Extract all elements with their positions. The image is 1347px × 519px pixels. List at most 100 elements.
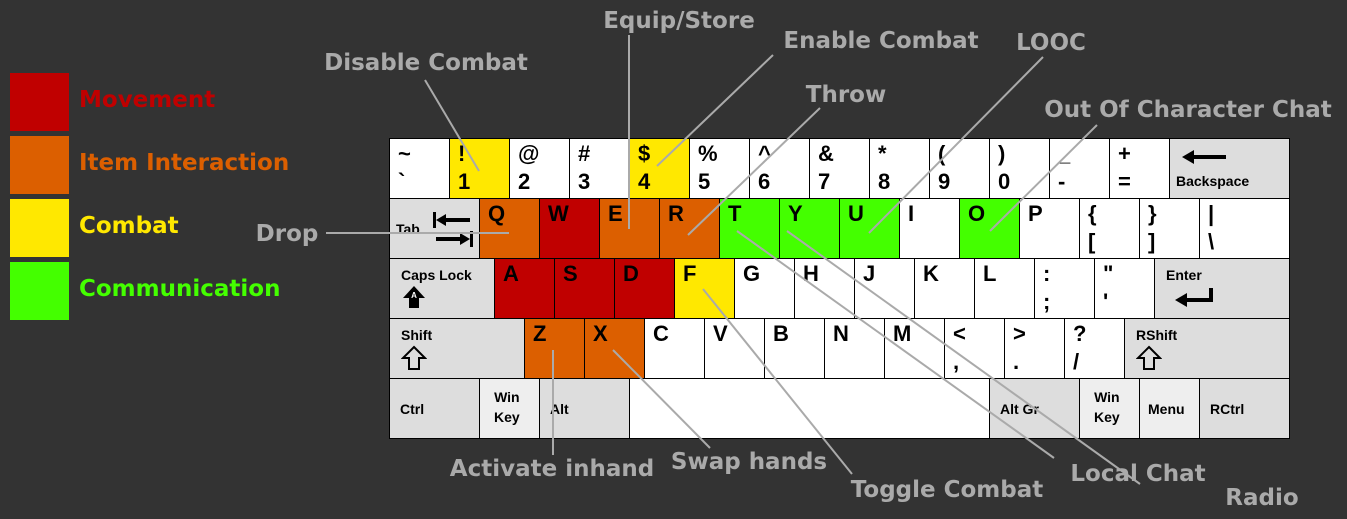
key--[interactable]: |\ xyxy=(1199,198,1290,259)
callout-swap-hands: Swap hands xyxy=(670,449,828,475)
key-bottom-label: - xyxy=(1058,169,1066,194)
key-ctrl[interactable]: Ctrl xyxy=(389,378,480,439)
key-top-label: W xyxy=(548,201,569,226)
key-k[interactable]: K xyxy=(914,258,975,319)
key-top-label: U xyxy=(848,201,864,226)
key-d[interactable]: D xyxy=(614,258,675,319)
key-b[interactable]: B xyxy=(764,318,825,379)
key-y[interactable]: Y xyxy=(779,198,840,259)
key-rctrl[interactable]: RCtrl xyxy=(1199,378,1290,439)
key-s[interactable]: S xyxy=(554,258,615,319)
key-o[interactable]: O xyxy=(959,198,1020,259)
key-g[interactable]: G xyxy=(734,258,795,319)
enter-arrow-icon xyxy=(1175,288,1213,307)
key-c[interactable]: C xyxy=(644,318,705,379)
key-bottom-label: \ xyxy=(1208,229,1215,254)
key--[interactable]: (9 xyxy=(929,138,990,199)
key--[interactable]: %5 xyxy=(689,138,750,199)
key-n[interactable]: N xyxy=(824,318,885,379)
tab-arrows-icon xyxy=(433,212,473,247)
key--[interactable]: ~` xyxy=(389,138,450,199)
key-top-label: R xyxy=(668,201,684,226)
key-win-key[interactable]: Win Key xyxy=(479,378,540,439)
key-l[interactable]: L xyxy=(974,258,1035,319)
key-menu[interactable]: Menu xyxy=(1139,378,1200,439)
key--[interactable]: >. xyxy=(1004,318,1065,379)
key--[interactable]: )0 xyxy=(989,138,1050,199)
key--[interactable]: ^6 xyxy=(749,138,810,199)
key-top-label: G xyxy=(743,261,761,286)
key--[interactable]: @2 xyxy=(509,138,570,199)
callout-local-chat: Local Chat xyxy=(1070,461,1206,487)
key--[interactable]: "' xyxy=(1094,258,1155,319)
callout-radio: Radio xyxy=(1225,485,1299,511)
key-top-label: J xyxy=(863,261,876,286)
key-bottom-label: , xyxy=(953,349,960,374)
key-j[interactable]: J xyxy=(854,258,915,319)
key-bottom-label: ' xyxy=(1103,289,1109,314)
key-alt[interactable]: Alt xyxy=(539,378,630,439)
key-label: Tab xyxy=(396,221,420,237)
key-x[interactable]: X xyxy=(584,318,645,379)
key-top-label: V xyxy=(713,321,728,346)
key-bottom-label: ; xyxy=(1043,289,1051,314)
key-top-label: * xyxy=(878,141,887,166)
key-z[interactable]: Z xyxy=(524,318,585,379)
key--[interactable]: !1 xyxy=(449,138,510,199)
key-top-label: B xyxy=(773,321,789,346)
callout-equip-store: Equip/Store xyxy=(603,8,755,34)
key-bottom-label: 0 xyxy=(998,169,1011,194)
key--[interactable]: += xyxy=(1109,138,1170,199)
key--[interactable]: $4 xyxy=(629,138,690,199)
legend-swatch-combat xyxy=(10,199,69,257)
key-top-label: @ xyxy=(518,141,540,166)
key-top-label: _ xyxy=(1058,141,1071,166)
key-alt-gr[interactable]: Alt Gr xyxy=(989,378,1080,439)
key-top-label: " xyxy=(1103,261,1114,286)
key-label: RCtrl xyxy=(1210,401,1245,417)
key-p[interactable]: P xyxy=(1019,198,1080,259)
key--[interactable]: }] xyxy=(1139,198,1200,259)
key-w[interactable]: W xyxy=(539,198,600,259)
key-space[interactable] xyxy=(629,378,990,439)
legend-swatch-item-interaction xyxy=(10,136,69,194)
key--[interactable]: <, xyxy=(944,318,1005,379)
key-top-label: N xyxy=(833,321,849,346)
key--[interactable]: _- xyxy=(1049,138,1110,199)
key-v[interactable]: V xyxy=(704,318,765,379)
key-win-key[interactable]: Win Key xyxy=(1079,378,1140,439)
key-t[interactable]: T xyxy=(719,198,780,259)
key-a[interactable]: A xyxy=(494,258,555,319)
key--[interactable]: ?/ xyxy=(1064,318,1125,379)
key-backspace[interactable]: Backspace xyxy=(1169,138,1290,199)
key-top-label: | xyxy=(1208,201,1215,226)
key--[interactable]: #3 xyxy=(569,138,630,199)
key-h[interactable]: H xyxy=(794,258,855,319)
key-bottom-label: 3 xyxy=(578,169,591,194)
key-label: Backspace xyxy=(1176,173,1250,189)
key-m[interactable]: M xyxy=(884,318,945,379)
key-label: RShift xyxy=(1136,327,1178,343)
key--[interactable]: {[ xyxy=(1079,198,1140,259)
key-i[interactable]: I xyxy=(899,198,960,259)
key-u[interactable]: U xyxy=(839,198,900,259)
key-r[interactable]: R xyxy=(659,198,720,259)
key-rshift[interactable]: RShift xyxy=(1124,318,1290,379)
key--[interactable]: :; xyxy=(1034,258,1095,319)
key-shift[interactable]: Shift xyxy=(389,318,525,379)
key-f[interactable]: F xyxy=(674,258,735,319)
key-tab[interactable]: Tab xyxy=(389,198,480,259)
key-bottom-label: 4 xyxy=(638,169,651,194)
shift-arrow-icon xyxy=(401,345,427,370)
key-enter[interactable]: Enter xyxy=(1154,258,1290,319)
key-bottom-label: = xyxy=(1118,169,1131,194)
svg-text:A: A xyxy=(411,291,417,300)
key-e[interactable]: E xyxy=(599,198,660,259)
key-top-label: ~ xyxy=(398,141,411,166)
key-q[interactable]: Q xyxy=(479,198,540,259)
key--[interactable]: *8 xyxy=(869,138,930,199)
key-top-label: Z xyxy=(533,321,547,346)
key-bottom-label: 8 xyxy=(878,169,891,194)
key--[interactable]: &7 xyxy=(809,138,870,199)
